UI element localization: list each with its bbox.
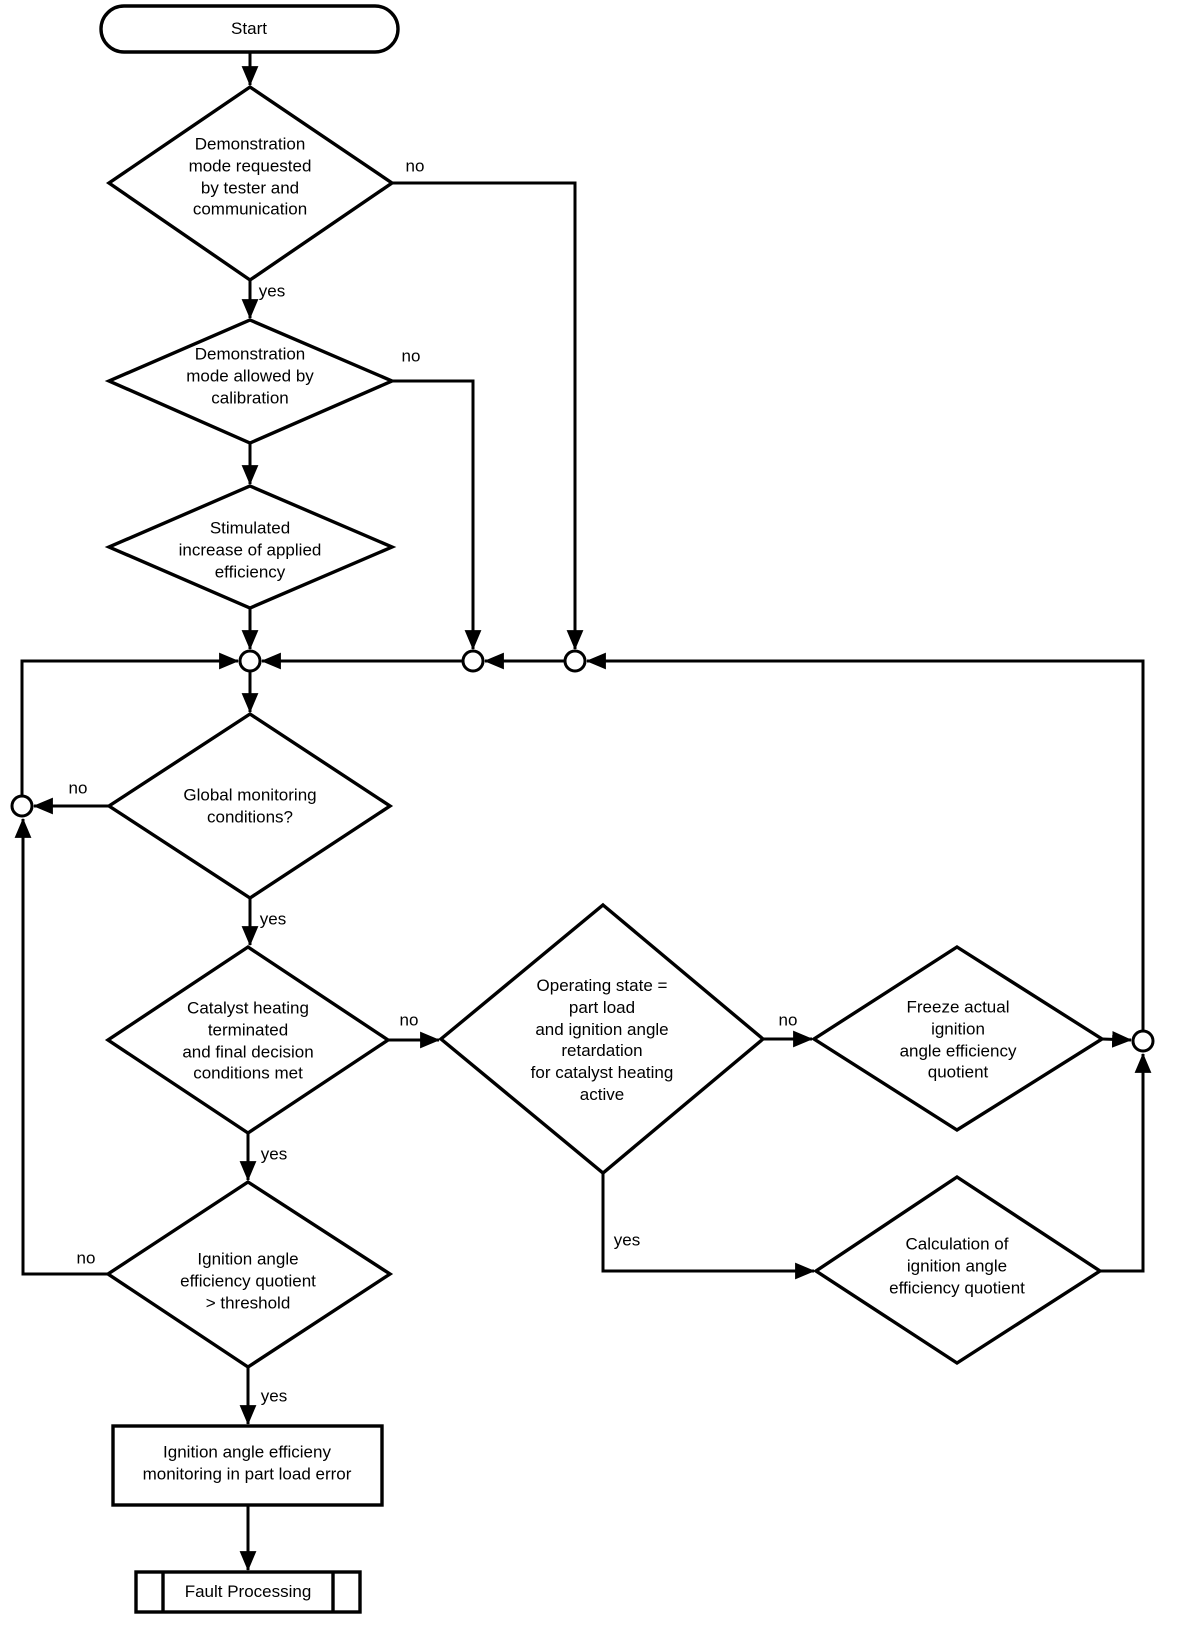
start-terminator-shape	[99, 4, 400, 54]
global-monitoring-decision-shape	[105, 711, 394, 901]
operating-state-label: Operating state = part load and ignition…	[530, 975, 674, 1104]
demo-allowed-label: Demonstration mode allowed by calibratio…	[186, 344, 314, 407]
catalyst-heating-no-label: no	[399, 1010, 419, 1030]
right-merge-circle	[1131, 1029, 1155, 1053]
calc-quotient-label: Calculation of ignition angle efficiency…	[889, 1234, 1025, 1297]
stimulated-label: Stimulated increase of applied efficienc…	[178, 518, 322, 581]
edge-quotient-no	[14, 817, 108, 1276]
catalyst-heating-decision-shape	[104, 944, 392, 1136]
freeze-quotient-label: Freeze actual ignition angle efficiency …	[899, 997, 1017, 1082]
edge-freeze-to-right-circle	[1101, 1030, 1133, 1048]
edge-demo-requested-no	[392, 181, 584, 651]
quotient-threshold-decision-shape	[104, 1179, 394, 1370]
fault-processing-shape	[134, 1570, 362, 1614]
demo-requested-label: Demonstration mode requested by tester a…	[188, 134, 312, 219]
quotient-threshold-yes-label: yes	[260, 1386, 288, 1406]
edge-operating-yes	[601, 1173, 816, 1280]
merge-circle-1	[238, 649, 262, 673]
part-load-error-label: Ignition angle efficieny monitoring in p…	[142, 1442, 352, 1483]
calc-quotient-decision-shape	[812, 1174, 1104, 1366]
demo-allowed-decision-shape	[104, 318, 397, 445]
global-monitoring-label: Global monitoring conditions?	[183, 785, 317, 826]
edge-calc-to-right-circle	[1100, 1052, 1152, 1273]
edge-demo-allowed-no	[392, 379, 482, 651]
global-monitoring-no-label: no	[68, 778, 88, 798]
demo-requested-no-label: no	[405, 156, 425, 176]
merge-circle-2	[461, 649, 485, 673]
quotient-threshold-label: Ignition angle efficiency quotient > thr…	[180, 1249, 316, 1312]
operating-state-no-label: no	[778, 1010, 798, 1030]
edge-right-circle-to-merge3	[585, 652, 1145, 1031]
edge-left-circle-to-merge1	[20, 652, 240, 795]
stimulated-decision-shape	[104, 484, 397, 610]
global-monitoring-yes-label: yes	[259, 909, 287, 929]
demo-allowed-no-label: no	[401, 346, 421, 366]
operating-state-yes-label: yes	[613, 1230, 641, 1250]
demo-requested-decision-shape	[105, 84, 396, 283]
catalyst-heating-yes-label: yes	[260, 1144, 288, 1164]
node-shapes	[99, 4, 1106, 1614]
freeze-quotient-decision-shape	[810, 944, 1106, 1133]
catalyst-heating-label: Catalyst heating terminated and final de…	[182, 998, 314, 1083]
edges	[14, 52, 1152, 1572]
quotient-threshold-no-label: no	[76, 1248, 96, 1268]
operating-state-decision-shape	[438, 902, 766, 1176]
connector-circles	[10, 649, 1155, 1053]
part-load-error-process-shape	[111, 1424, 384, 1507]
start-label: Start	[231, 19, 267, 39]
merge-circle-3	[563, 649, 587, 673]
demo-requested-yes-label: yes	[258, 281, 286, 301]
fault-processing-label: Fault Processing	[184, 1582, 312, 1602]
left-loop-circle	[10, 794, 34, 818]
